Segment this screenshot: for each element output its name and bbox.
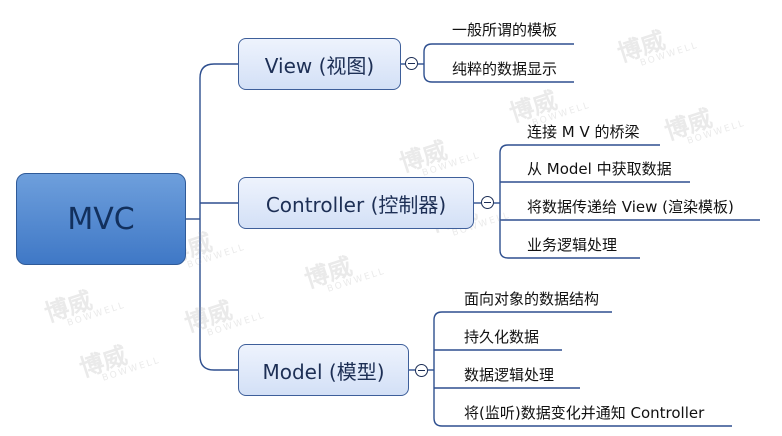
leaf-model-3: 数据逻辑处理	[464, 366, 555, 384]
root-node-mvc[interactable]: MVC	[16, 173, 186, 265]
leaf-controller-2: 从 Model 中获取数据	[527, 160, 672, 178]
branch-node-model[interactable]: Model (模型)	[238, 344, 409, 396]
collapse-toggle-icon[interactable]	[481, 196, 494, 209]
leaf-model-1: 面向对象的数据结构	[464, 290, 600, 308]
connector-model-bracket	[433, 311, 443, 427]
leaf-view-2: 纯粹的数据显示	[452, 60, 558, 78]
leaf-controller-4: 业务逻辑处理	[527, 236, 618, 254]
leaf-model-2: 持久化数据	[464, 328, 540, 346]
leaf-controller-3: 将数据传递给 View (渲染模板)	[527, 198, 734, 216]
connector-controller-bracket	[499, 144, 509, 259]
leaf-model-4: 将(监听)数据变化并通知 Controller	[464, 404, 705, 422]
collapse-toggle-icon[interactable]	[415, 364, 428, 377]
branch-label-controller: Controller (控制器)	[265, 192, 447, 217]
leaf-controller-1: 连接 M V 的桥梁	[527, 123, 640, 141]
leaf-view-1: 一般所谓的模板	[452, 21, 558, 39]
connector-view-bracket	[423, 43, 433, 83]
branch-label-model: Model (模型)	[262, 359, 385, 384]
collapse-toggle-icon[interactable]	[405, 57, 418, 70]
root-label: MVC	[67, 201, 135, 237]
branch-node-view[interactable]: View (视图)	[238, 38, 401, 90]
branch-node-controller[interactable]: Controller (控制器)	[238, 177, 474, 229]
branch-label-view: View (视图)	[264, 53, 375, 78]
connector-trunk	[199, 63, 215, 371]
